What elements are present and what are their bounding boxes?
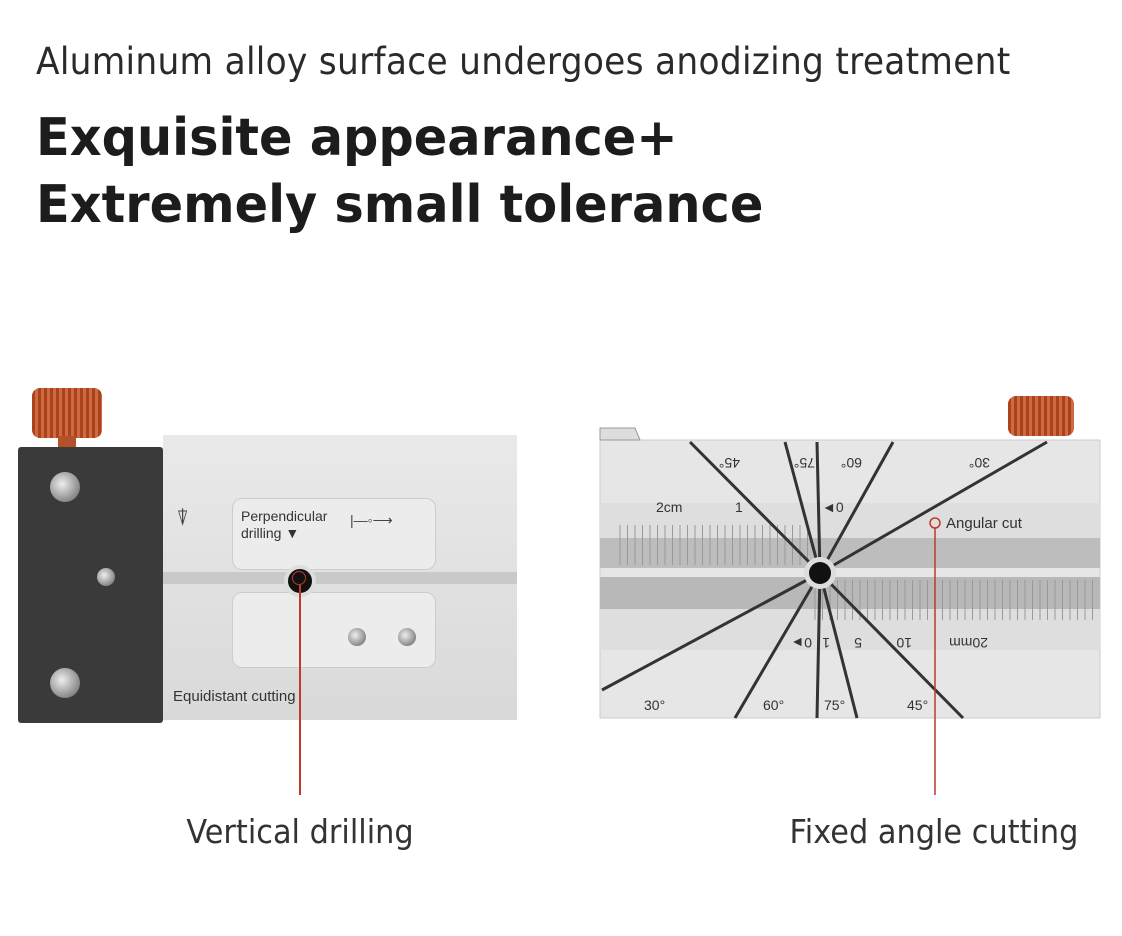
caption-vertical-drilling: Vertical drilling [186,812,414,851]
ruler-bottom-0: 0► [790,635,812,651]
top-angle-30: 30° [969,455,990,471]
bottom-angle-60: 60° [763,697,784,713]
bottom-angle-75: 75° [824,697,845,713]
caption-fixed-angle-cutting: Fixed angle cutting [789,812,1079,851]
title-line-2: Extremely small tolerance [36,175,764,235]
callout-line [299,585,301,795]
callout-marker [292,571,306,585]
knob-stem [58,436,76,450]
engraving-drilling: drilling ▼ [241,525,300,541]
knob [32,388,102,438]
screw [50,472,80,502]
groove [163,572,517,584]
ruler-bottom-10: 10 [896,635,912,651]
top-angle-45: 45° [719,455,740,471]
screw [97,568,115,586]
callout-angular-cut: Angular cut [946,515,1023,532]
top-angle-60: 60° [841,455,862,471]
ruler-0: ◄0 [822,499,844,515]
drill-icon: |—◦⟶ [350,512,393,528]
ruler-bottom-1: 1 [822,635,830,651]
screw [50,668,80,698]
top-angle-75: 75° [794,455,815,471]
ruler-1: 1 [735,499,743,515]
screw [348,628,366,646]
subtitle: Aluminum alloy surface undergoes anodizi… [36,40,1011,83]
ruler-bottom-20mm: 20mm [949,635,988,651]
dark-block [18,447,163,723]
bottom-angle-30: 30° [644,697,665,713]
title-line-1: Exquisite appearance+ [36,108,678,168]
ruler-2cm: 2cm [656,499,682,515]
ruler-bottom-5: 5 [854,635,862,651]
knob [1008,396,1074,436]
engraving-perpendicular: Perpendicular [241,508,328,524]
drill-bit-icon: ⍒ [176,505,190,530]
bottom-angle-45: 45° [907,697,928,713]
engraving-equidistant: Equidistant cutting [173,688,296,705]
screw [398,628,416,646]
recess [232,498,436,570]
